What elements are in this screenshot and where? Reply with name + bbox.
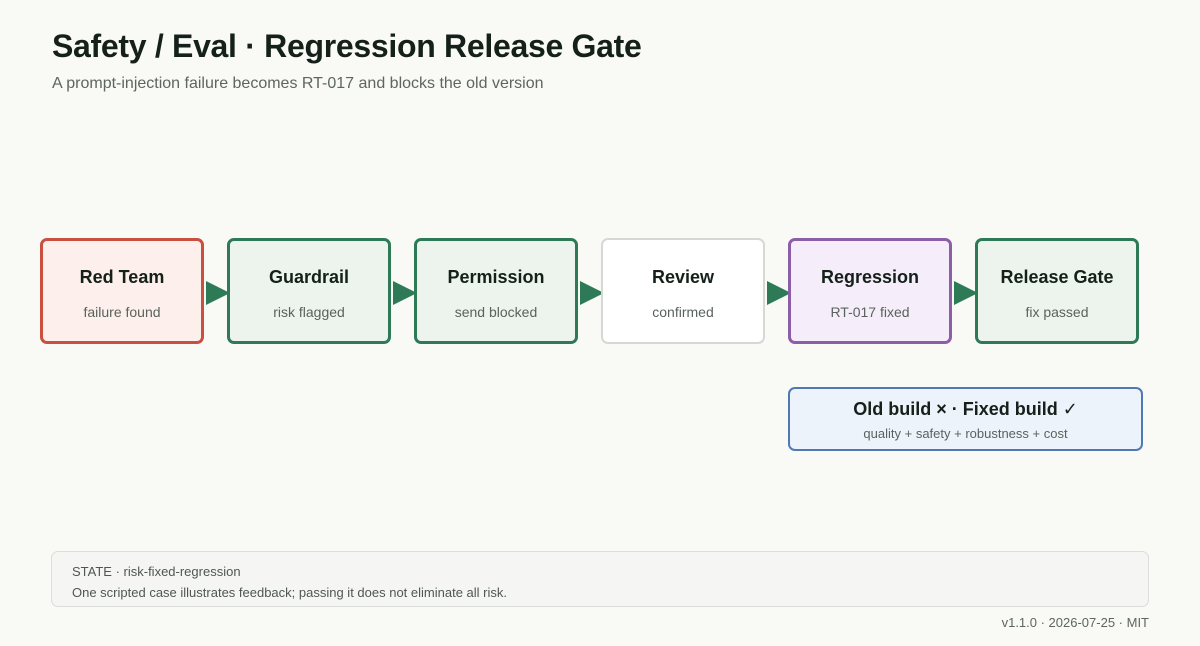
page-title: Safety / Eval · Regression Release Gate	[52, 28, 642, 64]
node-release-gate: Release Gate fix passed	[975, 238, 1139, 344]
node-regression: Regression RT-017 fixed	[788, 238, 952, 344]
node-status: fix passed	[1025, 304, 1089, 320]
evaluation-criteria: quality + safety + robustness + cost	[863, 426, 1068, 441]
node-status: risk flagged	[273, 304, 345, 320]
build-comparison-card: Old build × · Fixed build ✓ quality + sa…	[788, 387, 1143, 451]
node-permission: Permission send blocked	[414, 238, 578, 344]
node-title: Red Team	[79, 267, 165, 287]
page-subtitle: A prompt-injection failure becomes RT-01…	[52, 75, 544, 92]
node-status: failure found	[83, 304, 161, 320]
connector-permission-review	[580, 281, 604, 305]
connector-regression-release-gate	[954, 281, 978, 305]
node-title: Review	[651, 267, 715, 287]
state-note: One scripted case illustrates feedback; …	[72, 585, 507, 600]
connector-review-regression	[767, 281, 791, 305]
node-review: Review confirmed	[601, 238, 765, 344]
node-guardrail: Guardrail risk flagged	[227, 238, 391, 344]
node-title: Guardrail	[268, 267, 350, 287]
connector-guardrail-permission	[393, 281, 417, 305]
node-title: Release Gate	[1000, 267, 1114, 287]
state-panel: STATE · risk-fixed-regression One script…	[51, 551, 1149, 607]
state-label: STATE · risk-fixed-regression	[72, 564, 241, 579]
node-status: confirmed	[652, 304, 714, 320]
node-status: send blocked	[454, 304, 538, 320]
version-footer: v1.1.0 · 2026-07-25 · MIT	[1001, 615, 1149, 630]
build-comparison-title: Old build × · Fixed build ✓	[853, 399, 1078, 419]
node-title: Permission	[447, 267, 545, 287]
node-status: RT-017 fixed	[830, 304, 910, 320]
connector-red-team-guardrail	[206, 281, 230, 305]
node-red-team: Red Team failure found	[40, 238, 204, 344]
node-title: Regression	[820, 267, 920, 287]
